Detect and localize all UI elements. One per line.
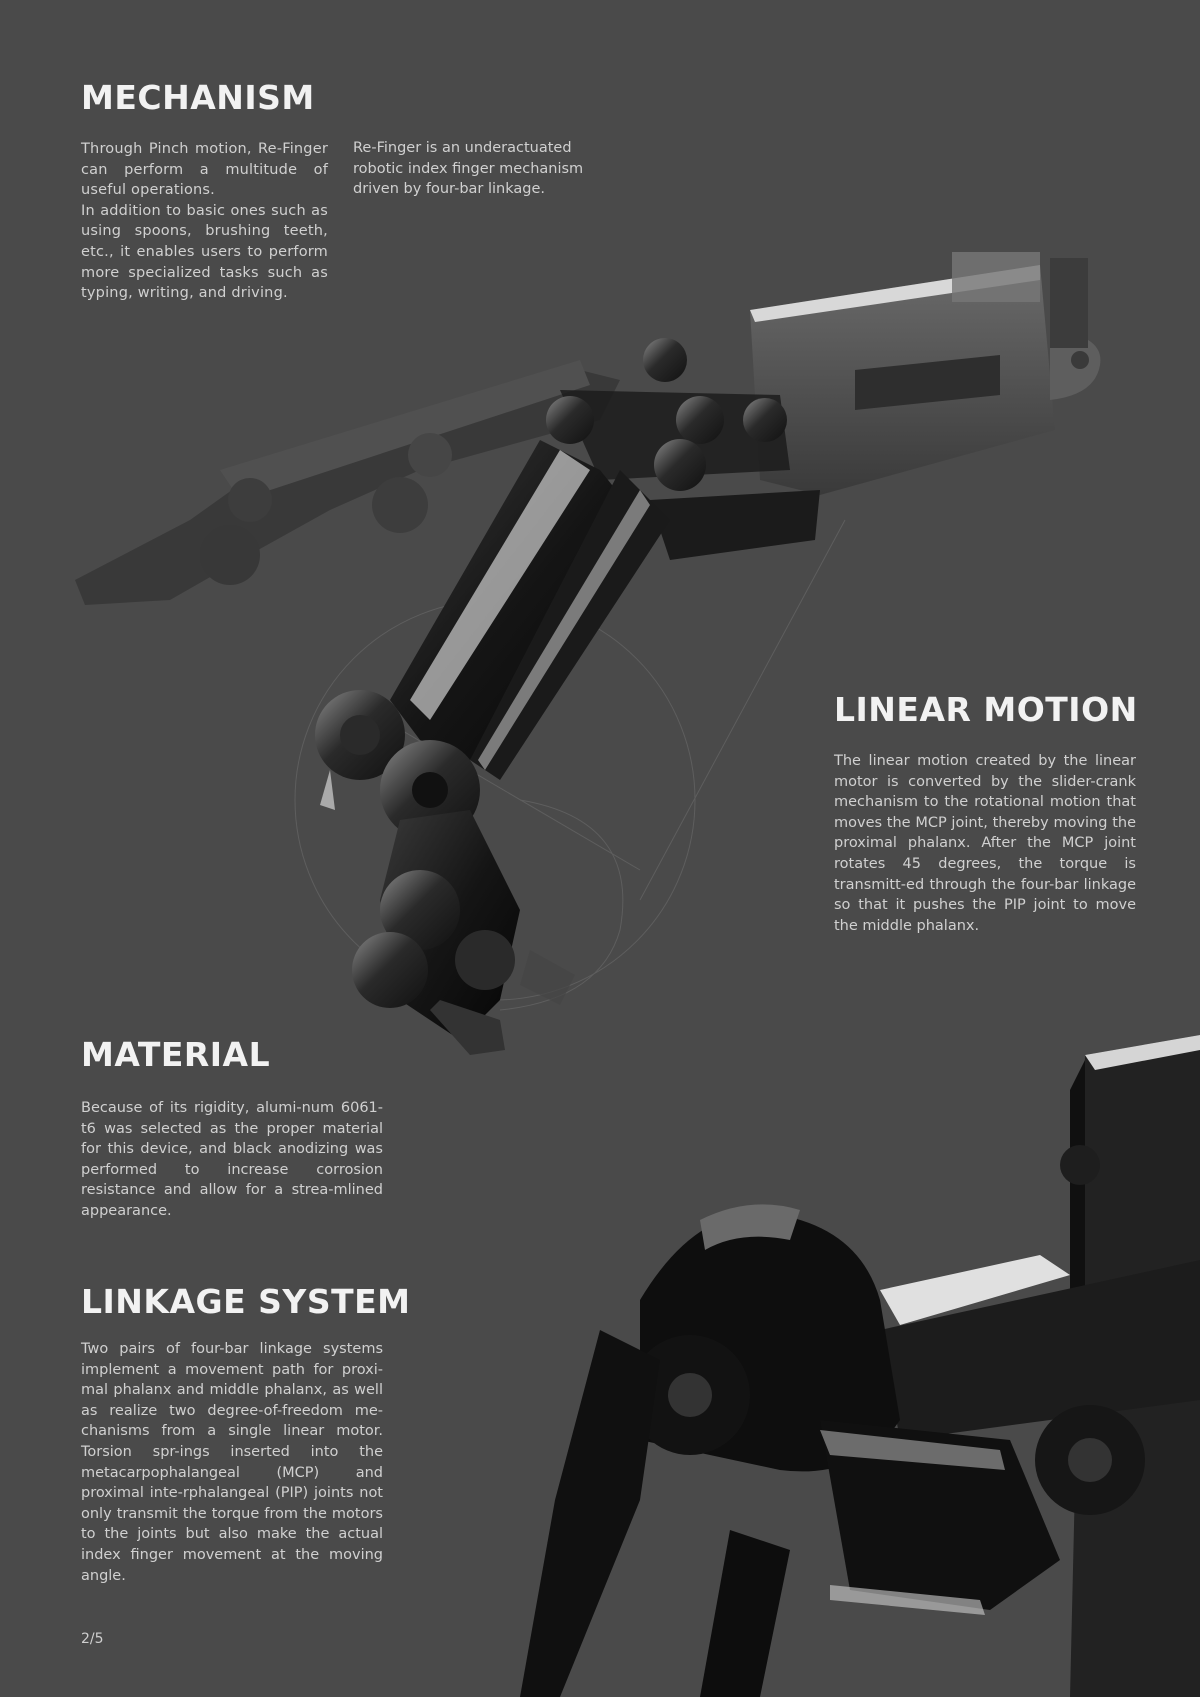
mechanism-title: MECHANISM [81, 78, 315, 117]
linkage-system-text: Two pairs of four-bar linkage systems im… [81, 1341, 383, 1584]
proximal-phalanx [390, 440, 670, 780]
linear-motor [750, 252, 1101, 495]
transparent-finger-arm [75, 360, 620, 605]
linear-motion-text: The linear motion created by the linear … [834, 753, 1136, 934]
motor-linkage [546, 338, 820, 560]
mechanism-paragraph-2: In addition to basic ones such as using … [81, 202, 328, 302]
material-text: Because of its rigidity, alumi-num 6061-… [81, 1100, 383, 1219]
page-number: 2/5 [81, 1631, 104, 1647]
pip-joint [315, 690, 480, 840]
middle-phalanx [352, 810, 575, 1055]
mechanism-text-col2: Re-Finger is an underactuated robotic in… [353, 140, 584, 198]
mechanism-paragraph-1: Through Pinch motion, Re-Finger can perf… [81, 141, 328, 199]
mechanism-text-col1: Through Pinch motion, Re-Finger can perf… [81, 139, 328, 304]
linkage-closeup-render [520, 1035, 1200, 1697]
material-title: MATERIAL [81, 1035, 271, 1074]
linear-motion-title: LINEAR MOTION [834, 690, 1138, 729]
linkage-system-title: LINKAGE SYSTEM [81, 1282, 411, 1321]
